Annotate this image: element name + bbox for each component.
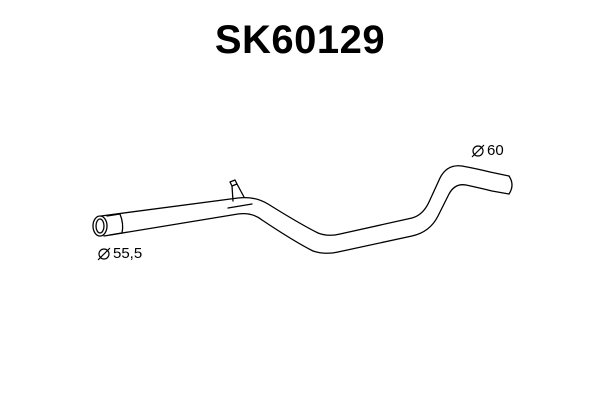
diameter-icon — [471, 144, 485, 157]
outlet-end — [508, 175, 513, 195]
outlet-diameter-value: 60 — [487, 142, 504, 159]
inlet-end — [92, 215, 108, 237]
diameter-icon — [97, 247, 111, 260]
part-number-title: SK60129 — [214, 18, 386, 62]
pipe-outline-upper — [100, 165, 510, 236]
outlet-diameter-label: 60 — [471, 142, 504, 159]
inlet-collar — [106, 213, 124, 236]
inlet-diameter-value: 55,5 — [113, 245, 143, 262]
bracket-tube — [227, 179, 253, 209]
inlet-diameter-label: 55,5 — [97, 245, 142, 262]
pipe-outline-lower — [103, 184, 510, 254]
inlet-end-inner — [95, 218, 105, 234]
